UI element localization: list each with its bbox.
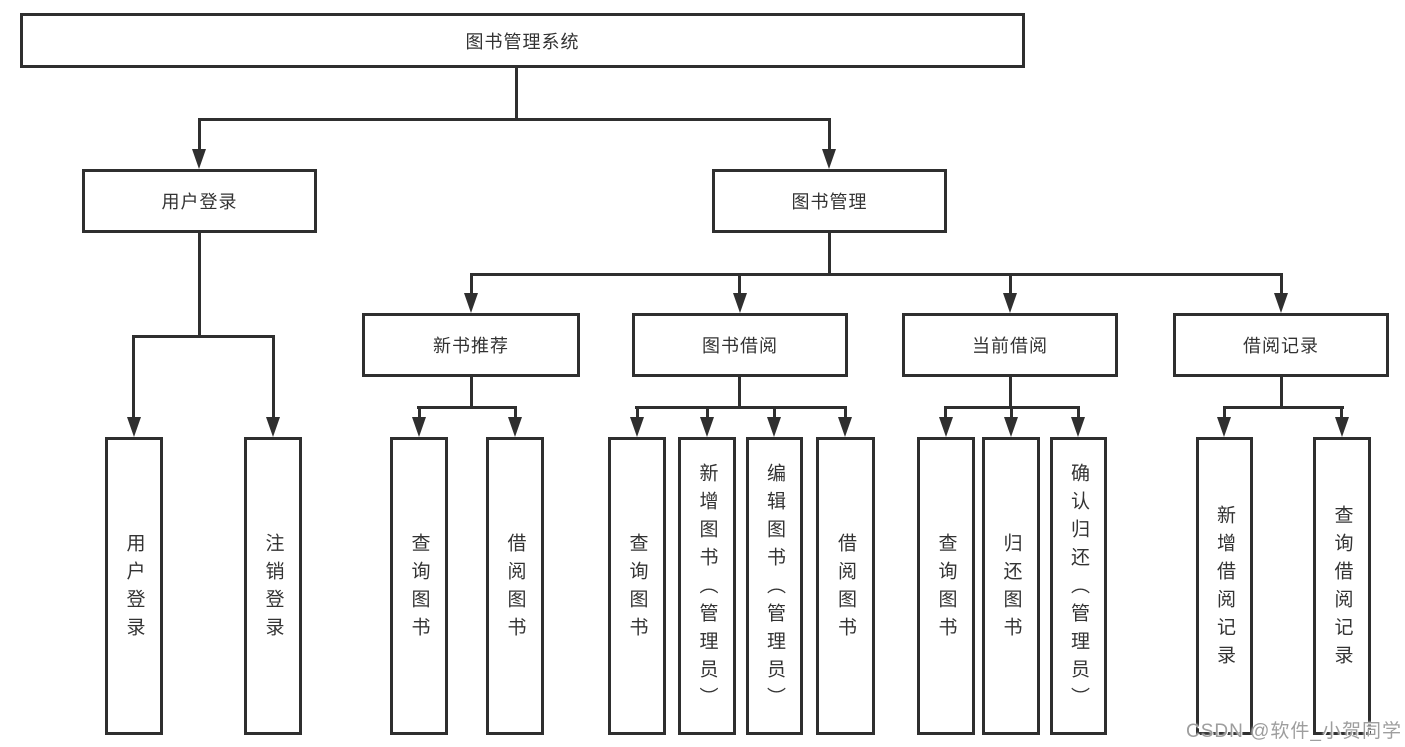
connector-user-login-stem (198, 233, 201, 337)
csdn-watermark: CSDN @软件_小贺同学 (1186, 721, 1402, 742)
leaf-query-books-current-label: 查询图书 (935, 533, 957, 645)
node-book-borrow-label: 图书借阅 (702, 336, 778, 356)
node-current-borrow: 当前借阅 (902, 313, 1118, 377)
connector-borrow-drop-4 (844, 406, 847, 420)
arrowhead-leaf-query-books-recommend (412, 417, 426, 437)
node-new-book-recommend-label: 新书推荐 (433, 336, 509, 356)
connector-book-management-stem (828, 233, 831, 275)
node-new-book-recommend: 新书推荐 (362, 313, 580, 377)
leaf-confirm-return-admin-label: 确认归还（管理员） (1068, 463, 1089, 715)
leaf-logout-login: 注销登录 (244, 437, 302, 735)
leaf-query-books-recommend-label: 查询图书 (408, 533, 430, 645)
leaf-return-books-label: 归还图书 (1000, 533, 1022, 645)
connector-borrow-bar (635, 406, 847, 409)
leaf-edit-books-admin: 编辑图书（管理员） (746, 437, 803, 735)
arrowhead-new-book-recommend (464, 293, 478, 313)
leaf-edit-books-admin-label: 编辑图书（管理员） (764, 463, 785, 715)
connector-records-bar (1223, 406, 1344, 409)
arrowhead-current-borrow (1003, 293, 1017, 313)
leaf-user-login-label: 用户登录 (123, 533, 145, 645)
leaf-query-books-current: 查询图书 (917, 437, 975, 735)
node-root: 图书管理系统 (20, 13, 1025, 68)
arrowhead-leaf-query-books-current (939, 417, 953, 437)
leaf-borrow-books-label: 借阅图书 (835, 533, 856, 645)
connector-borrow-drop-2 (706, 406, 709, 420)
leaf-logout-login-label: 注销登录 (262, 533, 284, 645)
node-current-borrow-label: 当前借阅 (972, 336, 1048, 356)
node-user-login-label: 用户登录 (161, 192, 238, 212)
connector-mgmt-drop-1 (470, 273, 473, 296)
connector-recommend-bar (417, 406, 517, 409)
node-borrow-records-label: 借阅记录 (1243, 336, 1319, 356)
leaf-add-books-admin-label: 新增图书（管理员） (696, 463, 718, 715)
arrowhead-leaf-add-books-admin (700, 417, 714, 437)
connector-records-stem (1280, 377, 1283, 408)
arrowhead-leaf-edit-books-admin (767, 417, 781, 437)
leaf-query-borrow-record: 查询借阅记录 (1313, 437, 1371, 735)
arrowhead-leaf-user-login (127, 417, 141, 437)
node-borrow-records: 借阅记录 (1173, 313, 1389, 377)
connector-recommend-stem (470, 377, 473, 408)
leaf-add-borrow-record: 新增借阅记录 (1196, 437, 1253, 735)
leaf-borrow-books: 借阅图书 (816, 437, 875, 735)
leaf-user-login: 用户登录 (105, 437, 163, 735)
connector-records-drop-1 (1223, 406, 1226, 420)
arrowhead-leaf-add-borrow-record (1217, 417, 1231, 437)
connector-borrow-drop-1 (636, 406, 639, 420)
arrowhead-leaf-return-books (1004, 417, 1018, 437)
node-book-borrow: 图书借阅 (632, 313, 848, 377)
arrowhead-borrow-records (1274, 293, 1288, 313)
node-book-management: 图书管理 (712, 169, 947, 233)
connector-current-drop-3 (1077, 406, 1080, 420)
connector-user-login-drop-1 (132, 335, 135, 420)
arrowhead-leaf-borrow-books (838, 417, 852, 437)
connector-root-stem (515, 68, 518, 120)
connector-records-drop-2 (1340, 406, 1343, 420)
arrowhead-leaf-logout-login (266, 417, 280, 437)
leaf-query-books-borrow: 查询图书 (608, 437, 666, 735)
node-user-login: 用户登录 (82, 169, 317, 233)
connector-recommend-drop-1 (418, 406, 421, 420)
leaf-query-books-borrow-label: 查询图书 (626, 533, 648, 645)
arrowhead-user-login (192, 149, 206, 169)
connector-current-stem (1009, 377, 1012, 408)
arrowhead-leaf-confirm-return-admin (1071, 417, 1085, 437)
arrowhead-leaf-borrow-books-recommend (508, 417, 522, 437)
leaf-query-borrow-record-label: 查询借阅记录 (1331, 505, 1353, 673)
leaf-confirm-return-admin: 确认归还（管理员） (1050, 437, 1107, 735)
leaf-borrow-books-recommend-label: 借阅图书 (504, 533, 526, 645)
leaf-borrow-books-recommend: 借阅图书 (486, 437, 544, 735)
arrowhead-book-management (822, 149, 836, 169)
connector-current-drop-1 (944, 406, 947, 420)
connector-borrow-stem (738, 377, 741, 408)
leaf-return-books: 归还图书 (982, 437, 1040, 735)
connector-user-login-bar (132, 335, 275, 338)
arrowhead-leaf-query-borrow-record (1335, 417, 1349, 437)
node-root-label: 图书管理系统 (465, 31, 580, 52)
connector-mgmt-drop-2 (738, 273, 741, 296)
connector-borrow-drop-3 (773, 406, 776, 420)
arrowhead-book-borrow (733, 293, 747, 313)
connector-recommend-drop-2 (514, 406, 517, 420)
connector-mgmt-drop-3 (1009, 273, 1012, 296)
connector-root-drop-left (198, 118, 201, 152)
connector-root-drop-right (828, 118, 831, 152)
arrowhead-leaf-query-books-borrow (630, 417, 644, 437)
connector-root-bar (198, 118, 831, 121)
connector-book-management-bar (470, 273, 1282, 276)
leaf-add-books-admin: 新增图书（管理员） (678, 437, 736, 735)
connector-user-login-drop-2 (272, 335, 275, 420)
leaf-add-borrow-record-label: 新增借阅记录 (1214, 505, 1235, 673)
node-book-management-label: 图书管理 (791, 192, 868, 212)
connector-mgmt-drop-4 (1280, 273, 1283, 296)
leaf-query-books-recommend: 查询图书 (390, 437, 448, 735)
connector-current-drop-2 (1010, 406, 1013, 420)
